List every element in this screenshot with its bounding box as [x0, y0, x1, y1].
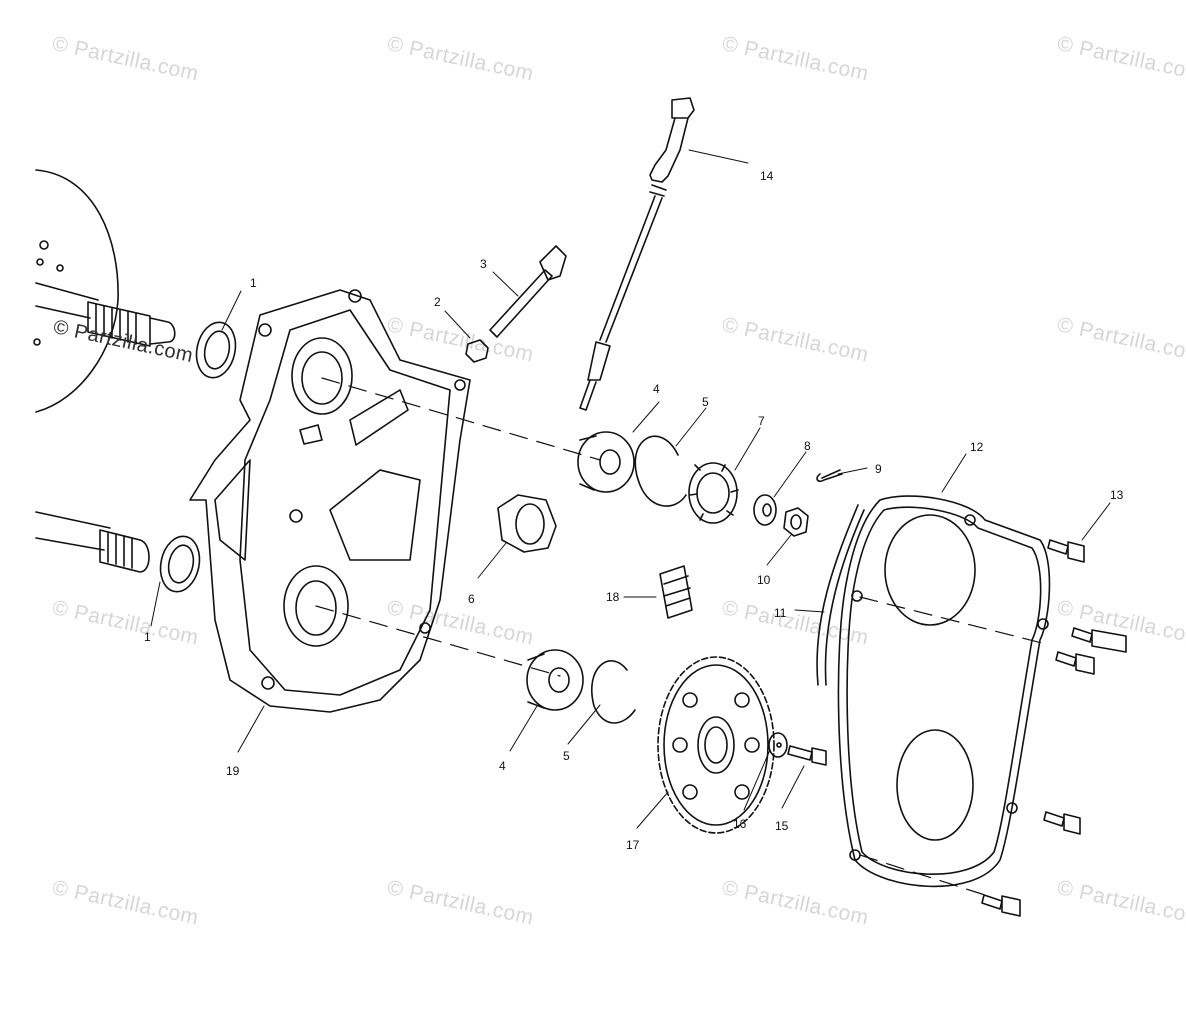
sprocket-large: [657, 656, 775, 834]
upper-shaft: [35, 282, 176, 347]
label-1: 1: [144, 630, 151, 644]
label-3: 3: [480, 257, 487, 271]
snap-ring-lower: [591, 660, 636, 724]
bolt-3: [489, 245, 567, 338]
label-19: 19: [226, 764, 240, 778]
axis-lines: [315, 377, 1051, 896]
leader-lines: [150, 149, 1111, 829]
snap-ring-upper: [634, 435, 687, 507]
chain-18: [659, 565, 693, 619]
label-8: 8: [804, 439, 811, 453]
nut-10: [783, 507, 809, 537]
label-7: 7: [758, 414, 765, 428]
label-1: 1: [250, 276, 257, 290]
washer-16: [768, 732, 788, 758]
label-10: 10: [757, 573, 771, 587]
label-4: 4: [653, 382, 660, 396]
washer-8: [753, 494, 777, 526]
gasket: [816, 504, 865, 686]
label-9: 9: [875, 462, 882, 476]
bolt-15: [787, 745, 827, 766]
seal-lower: [159, 535, 201, 593]
chain-tensioner: [497, 494, 557, 553]
label-13: 13: [1110, 488, 1124, 502]
spacer-lower: [526, 649, 584, 711]
label-11: 11: [774, 606, 787, 620]
cotter-pin: [816, 469, 843, 483]
seal-upper: [195, 321, 237, 379]
label-16: 16: [733, 817, 747, 831]
label-18: 18: [606, 590, 620, 604]
label-15: 15: [775, 819, 789, 833]
nut-2: [465, 339, 489, 363]
label-17: 17: [626, 838, 640, 852]
chaincase-cover: [837, 495, 1051, 888]
label-5: 5: [563, 749, 570, 763]
clutch-disc: [33, 169, 119, 413]
chaincase-housing: [189, 289, 471, 713]
part-labels: 1 1 2 3 4 4 5 5 6 7 8 9 10 11 12 13 14 1…: [144, 169, 1124, 852]
label-6: 6: [468, 592, 475, 606]
bolts-13: [981, 539, 1127, 917]
label-4: 4: [499, 759, 506, 773]
label-12: 12: [970, 440, 984, 454]
lower-shaft: [35, 511, 150, 573]
spacer-upper: [577, 431, 635, 493]
sprocket-small: [688, 462, 739, 524]
label-5: 5: [702, 395, 709, 409]
dipstick-14: [579, 97, 695, 411]
label-2: 2: [434, 295, 441, 309]
label-14: 14: [760, 169, 774, 183]
